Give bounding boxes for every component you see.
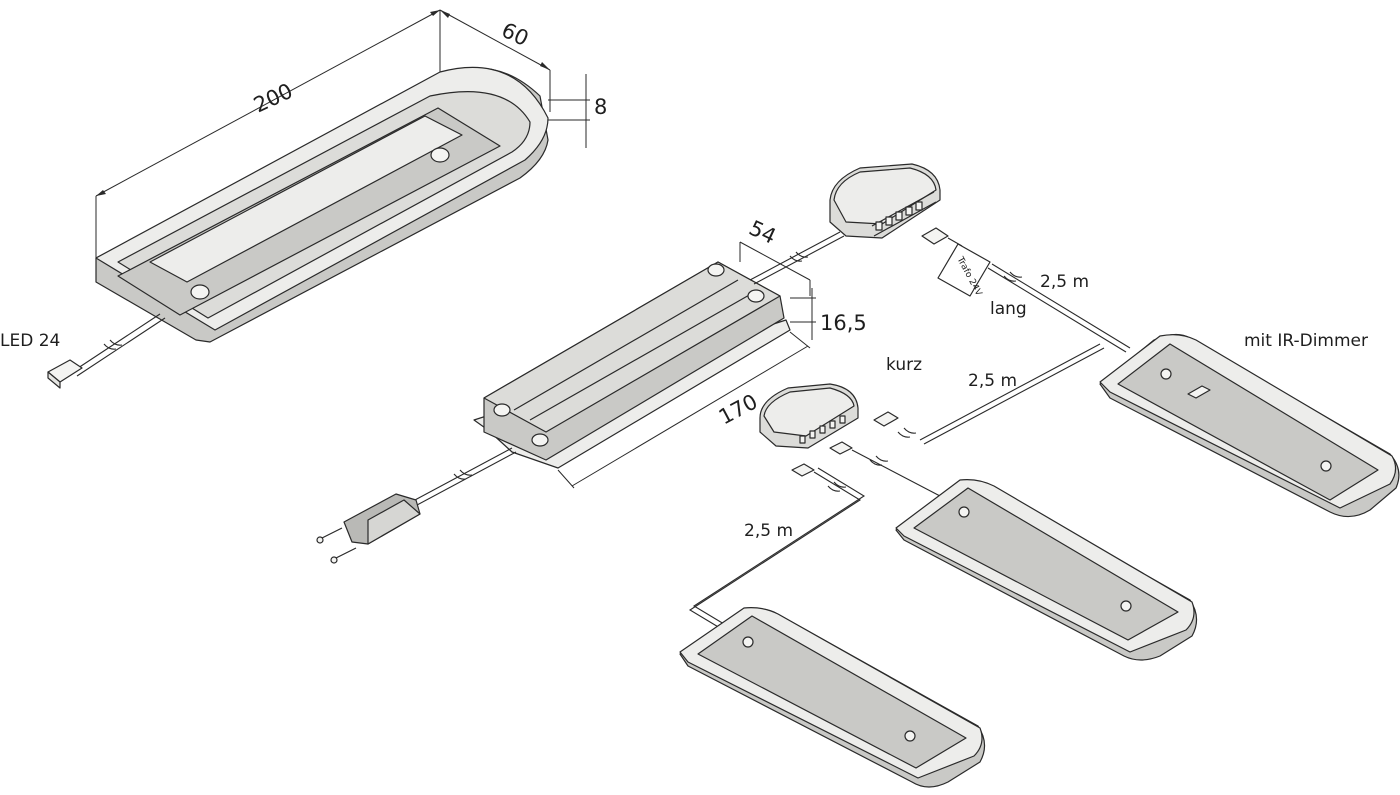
cable-length-2: 2,5 m <box>968 371 1017 391</box>
led-light-middle <box>895 479 1198 661</box>
distributor-small <box>759 383 859 449</box>
connector-bottom <box>688 463 866 629</box>
power-cable <box>399 447 517 513</box>
dimension-width-label: 60 <box>498 18 532 51</box>
dimension-driver-width <box>739 241 811 296</box>
led-light-main <box>95 66 549 343</box>
distributor-top <box>829 163 941 239</box>
connector-middle <box>829 441 941 497</box>
driver-box <box>473 261 791 469</box>
led-light-ir-dimmer <box>1099 333 1400 518</box>
dimension-driver-height-label: 16,5 <box>820 311 867 335</box>
cable-length-3: 2,5 m <box>744 521 793 541</box>
led-light-bottom <box>679 607 986 788</box>
dimension-driver-length <box>557 331 811 489</box>
dimension-length <box>95 9 441 260</box>
connector-top <box>921 227 963 247</box>
dimension-driver-width-label: 54 <box>745 216 779 249</box>
dimension-width <box>439 9 551 112</box>
trafo-tag <box>937 243 991 297</box>
driver-distributor-cable <box>749 231 845 285</box>
kurz-label: kurz <box>886 355 922 375</box>
ir-dimmer-label: mit IR-Dimmer <box>1244 331 1368 351</box>
cable-kurz <box>873 343 1105 445</box>
power-plug <box>316 493 421 564</box>
lang-label: lang <box>990 299 1027 319</box>
dimension-driver-length-label: 170 <box>715 389 762 429</box>
dimension-height-label: 8 <box>594 95 607 119</box>
dimension-height <box>548 74 590 148</box>
cable-length-1: 2,5 m <box>1040 272 1089 292</box>
led-cable <box>47 313 166 389</box>
dimension-length-label: 200 <box>250 79 296 118</box>
dimension-driver-height <box>790 288 816 340</box>
led-label: LED 24 <box>0 331 60 351</box>
cable-long <box>987 263 1131 353</box>
